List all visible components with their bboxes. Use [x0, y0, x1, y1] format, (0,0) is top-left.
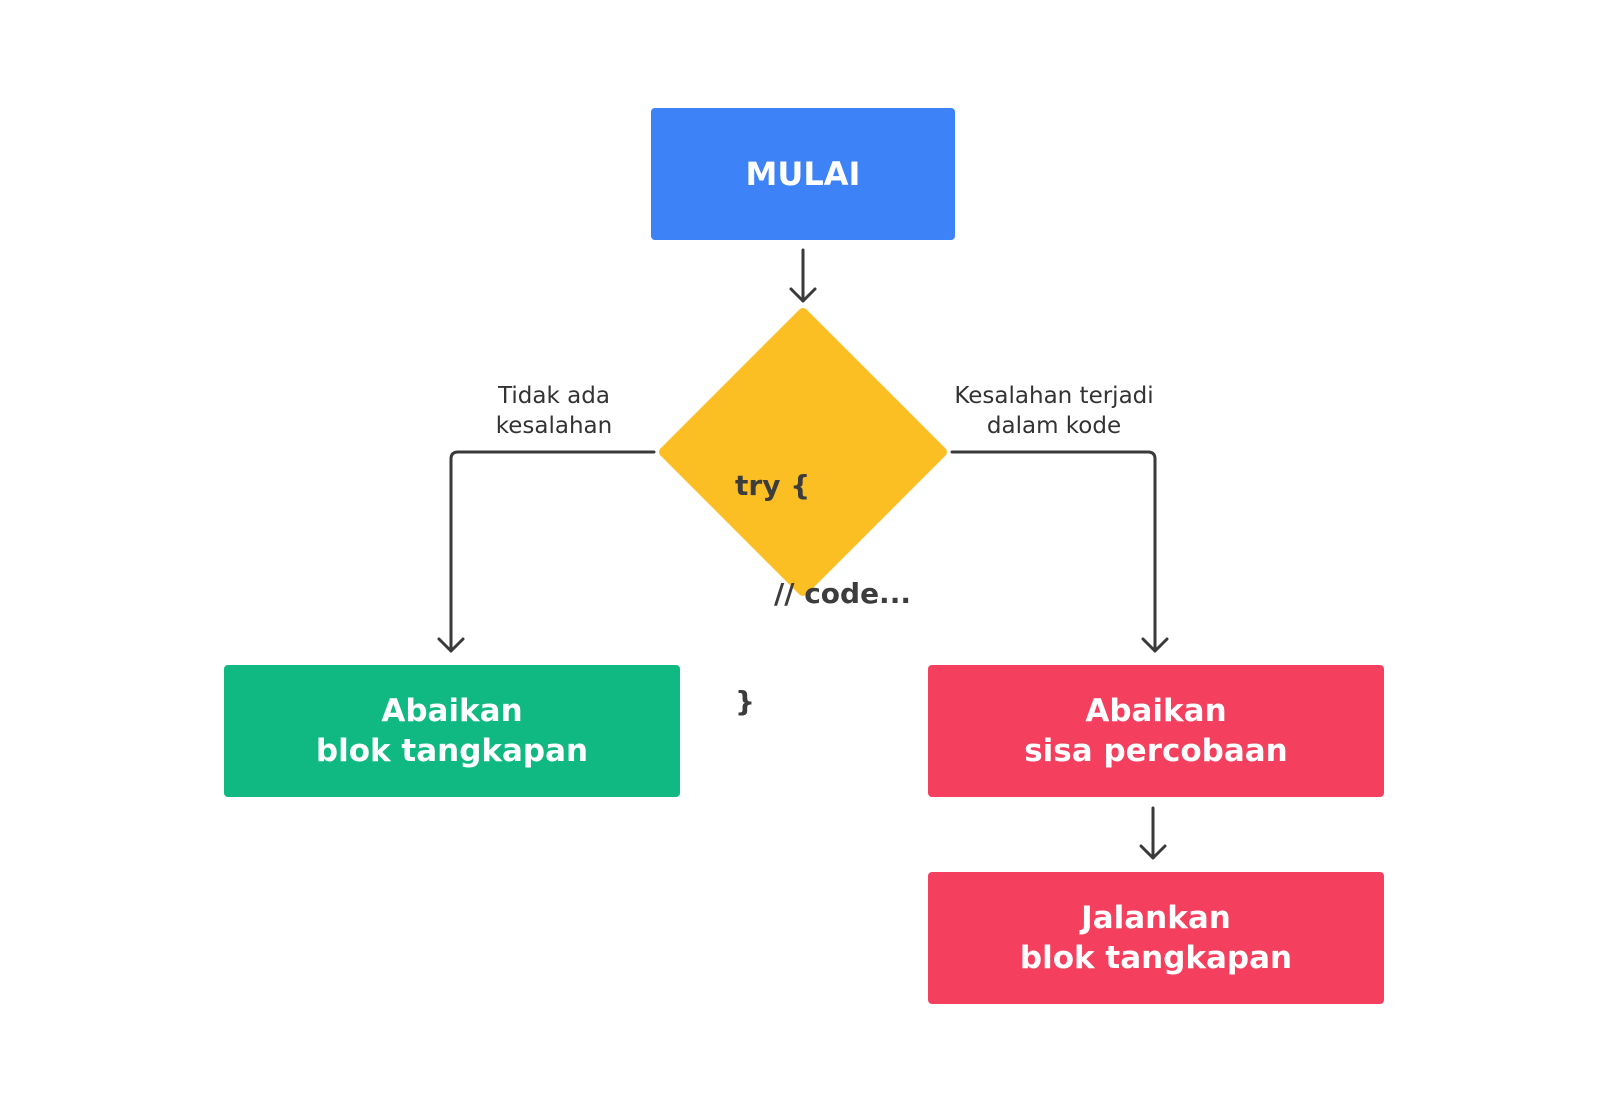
start-node: MULAI: [651, 108, 955, 240]
run-catch-node: Jalankan blok tangkapan: [928, 872, 1384, 1004]
skip-try-line-1: Abaikan: [1085, 693, 1227, 729]
start-label: MULAI: [745, 155, 861, 193]
skip-try-line-2: sisa percobaan: [1024, 733, 1288, 769]
no-error-label: Tidak ada kesalahan: [454, 381, 654, 441]
arrow-no-error-branch: [437, 450, 656, 653]
decision-code-line-2: // code...: [735, 577, 911, 610]
decision-code-line-1: try {: [735, 469, 811, 502]
error-label-line-2: dalam kode: [986, 413, 1122, 439]
error-label: Kesalahan terjadi dalam kode: [924, 381, 1184, 441]
ignore-catch-line-1: Abaikan: [381, 693, 523, 729]
arrow-error-branch: [950, 450, 1169, 653]
run-catch-line-1: Jalankan: [1081, 900, 1231, 936]
decision-diamond: [659, 308, 947, 596]
skip-try-node: Abaikan sisa percobaan: [928, 665, 1384, 797]
no-error-label-line-1: Tidak ada: [498, 383, 610, 409]
ignore-catch-node: Abaikan blok tangkapan: [224, 665, 680, 797]
error-label-line-1: Kesalahan terjadi: [954, 383, 1154, 409]
no-error-label-line-2: kesalahan: [495, 413, 613, 439]
arrow-start-to-decision: [789, 248, 817, 303]
ignore-catch-line-2: blok tangkapan: [315, 733, 589, 769]
decision-code-line-3: }: [735, 685, 755, 718]
arrow-skip-to-run-catch: [1139, 806, 1167, 860]
run-catch-line-2: blok tangkapan: [1019, 940, 1293, 976]
decision-code: try { // code... }: [735, 396, 911, 792]
